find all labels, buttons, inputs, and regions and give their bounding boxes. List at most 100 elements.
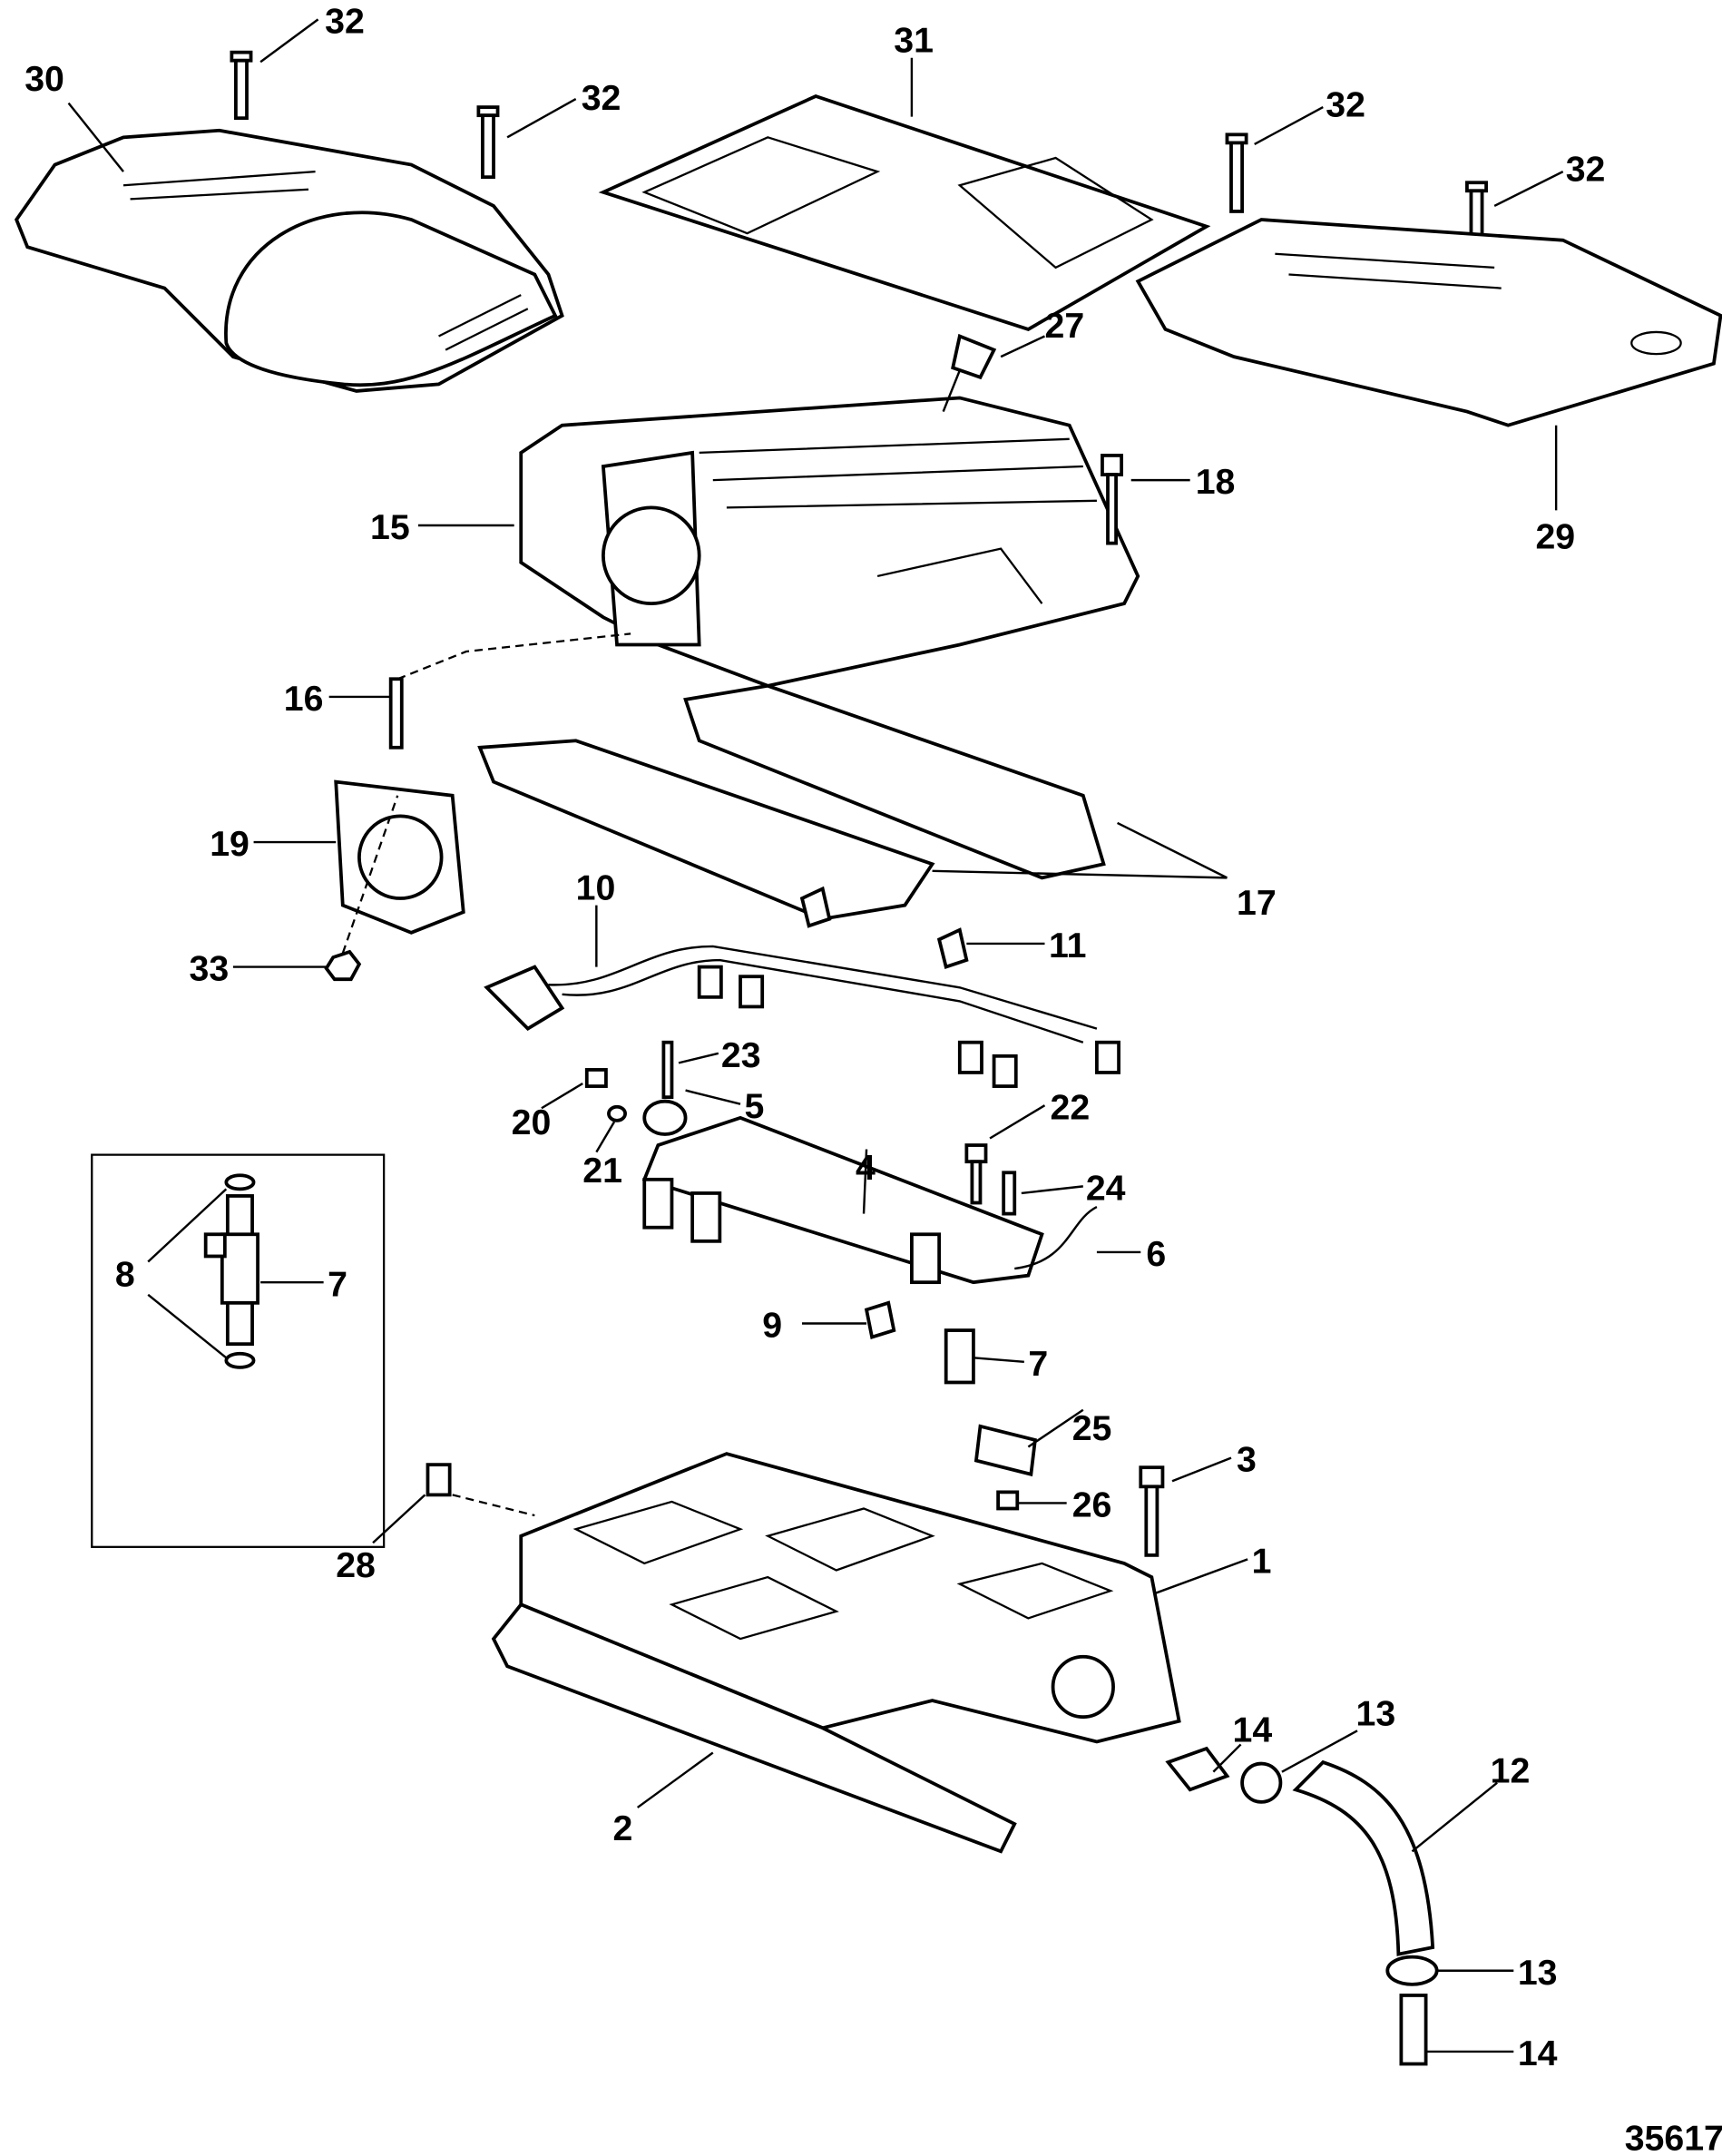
leader-lines — [67, 18, 1564, 2053]
callout-27: 27 — [1044, 306, 1084, 346]
nut-33 — [324, 949, 362, 982]
callout-13: 13 — [1356, 1693, 1396, 1733]
callout-9: 9 — [762, 1306, 782, 1346]
callout-24: 24 — [1086, 1168, 1126, 1208]
callout-18: 18 — [1196, 462, 1236, 502]
callout-15: 15 — [370, 507, 410, 547]
leader-line-7 — [973, 1357, 1024, 1364]
leader-line-32 — [259, 18, 319, 64]
sensor-25 — [974, 1424, 1037, 1477]
callout-13: 13 — [1518, 1953, 1558, 1993]
callout-8: 8 — [115, 1255, 135, 1295]
callout-23: 23 — [721, 1035, 761, 1075]
callout-1: 1 — [1252, 1542, 1272, 1582]
engine-cover-left — [15, 128, 564, 393]
callout-10: 10 — [576, 868, 616, 908]
inset-injector-box — [91, 1153, 386, 1548]
callout-11: 11 — [1049, 926, 1087, 965]
intake-gaskets — [477, 683, 1106, 921]
callout-7: 7 — [328, 1264, 347, 1304]
callout-4: 4 — [856, 1148, 876, 1188]
bolt-32-c — [1225, 132, 1248, 213]
clamp-13-lower — [1385, 1955, 1439, 1986]
callout-7: 7 — [1028, 1344, 1048, 1384]
bolt-32-b — [476, 105, 500, 180]
inset-injector — [203, 1173, 259, 1369]
engine-cover-right — [1135, 218, 1722, 427]
oring-21 — [607, 1104, 627, 1122]
leader-line-8 — [147, 1293, 228, 1359]
callout-16: 16 — [284, 679, 324, 719]
callout-17: 17 — [1237, 883, 1277, 923]
plug-28 — [426, 1463, 452, 1497]
leader-line-30 — [67, 102, 124, 172]
bolt-32-a — [230, 50, 253, 121]
leader-line-14 — [1212, 1743, 1242, 1773]
callout-33: 33 — [190, 949, 230, 989]
callout-25: 25 — [1072, 1408, 1112, 1448]
leader-line-12 — [1411, 1781, 1498, 1853]
leader-line-32 — [506, 97, 577, 139]
clamp-13-upper — [1240, 1761, 1283, 1804]
throttle-body-gasket — [334, 779, 465, 935]
lower-intake-manifold — [519, 1452, 1181, 1744]
injector-7-rail — [944, 1328, 975, 1385]
callout-19: 19 — [210, 824, 249, 864]
leader-line-17 — [1117, 821, 1228, 879]
callout-20: 20 — [512, 1102, 552, 1142]
fuel-injector-harness — [484, 945, 1120, 1088]
callout-6: 6 — [1146, 1234, 1166, 1274]
leader-line-25 — [1027, 1408, 1084, 1448]
cover-insulator — [598, 93, 1211, 331]
leader-line-22 — [989, 1104, 1046, 1140]
leader-line-17 — [932, 869, 1228, 879]
callout-32: 32 — [1326, 85, 1365, 125]
sensor-27 — [942, 333, 997, 413]
leader-line-3 — [1171, 1456, 1232, 1483]
bolt-18 — [1101, 454, 1124, 545]
leader-line-20 — [541, 1083, 583, 1110]
leader-line-32 — [1254, 106, 1324, 145]
plug-20 — [584, 1068, 608, 1088]
callout-22: 22 — [1051, 1087, 1091, 1127]
fitting-14-upper — [1165, 1746, 1230, 1792]
callout-3: 3 — [1237, 1440, 1257, 1480]
callout-32: 32 — [1566, 150, 1606, 190]
clip-11 — [799, 886, 969, 970]
bolt-22 — [964, 1143, 988, 1205]
leader-line-21 — [595, 1121, 616, 1153]
callout-12: 12 — [1491, 1751, 1531, 1791]
stud-24 — [1002, 1171, 1017, 1216]
leader-line-24 — [1021, 1185, 1083, 1195]
stud-16 — [388, 677, 404, 750]
upper-intake-manifold — [519, 396, 1140, 688]
fuel-rail — [641, 1099, 1098, 1285]
leader-line-32 — [1493, 171, 1564, 207]
screw-23 — [661, 1040, 674, 1100]
leader-line-5 — [685, 1089, 741, 1105]
seal-26 — [996, 1490, 1020, 1511]
fitting-14-lower — [1399, 1994, 1428, 2066]
leader-line-13 — [1281, 1730, 1358, 1773]
callout-26: 26 — [1072, 1485, 1112, 1525]
callout-30: 30 — [24, 59, 64, 99]
callout-28: 28 — [336, 1545, 376, 1585]
leader-line-27 — [1000, 335, 1046, 358]
callout-14: 14 — [1518, 2034, 1558, 2073]
callout-32: 32 — [325, 2, 365, 42]
leader-line-1 — [1153, 1558, 1248, 1595]
lower-gasket — [491, 1602, 1017, 1854]
callout-14: 14 — [1233, 1710, 1273, 1749]
leader-line-8 — [147, 1188, 228, 1263]
hose-12 — [1292, 1759, 1435, 1956]
callout-32: 32 — [582, 78, 621, 118]
callout-5: 5 — [745, 1086, 765, 1126]
callout-21: 21 — [582, 1151, 622, 1191]
bolt-3 — [1139, 1465, 1165, 1557]
leader-line-2 — [636, 1751, 714, 1808]
callout-31: 31 — [894, 21, 934, 61]
leader-line-28 — [372, 1494, 426, 1544]
callout-29: 29 — [1535, 517, 1575, 557]
